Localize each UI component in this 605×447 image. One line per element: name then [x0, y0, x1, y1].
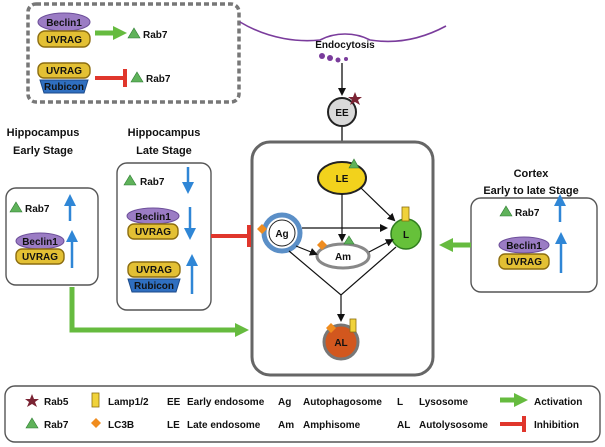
ee-node	[327, 97, 357, 127]
legend-al-full: Autolysosome	[419, 420, 488, 431]
lamp-rect-icon	[401, 206, 410, 222]
uvrag-pill	[15, 248, 65, 265]
cortex-subtitle: Early to late Stage	[483, 185, 578, 197]
legend-ag-abbr: Ag	[278, 397, 291, 408]
rab7-triangle-icon	[348, 158, 360, 169]
uvrag-label: UVRAG	[46, 66, 82, 77]
rab7-triangle-icon	[343, 235, 355, 245]
l-label: L	[403, 230, 409, 241]
lamp-rect-icon	[349, 318, 357, 333]
rab5-star-icon	[348, 92, 362, 105]
lc3b-diamond-icon	[317, 240, 327, 250]
ag-inner	[268, 219, 296, 247]
beclin1-pill	[498, 236, 550, 254]
ag-label: Ag	[275, 229, 288, 240]
beclin1-label: Beclin1	[22, 237, 58, 248]
rab7-label: Rab7	[143, 30, 168, 41]
legend-rab5-label: Rab5	[44, 397, 69, 408]
le-label: LE	[336, 174, 349, 185]
rubicon-shape	[39, 79, 89, 94]
rab7-triangle-icon	[130, 71, 144, 83]
legend-box	[4, 385, 601, 443]
legend-ag-full: Autophagosome	[303, 397, 382, 408]
legend-le-full: Late endosome	[187, 420, 261, 431]
uvrag-label: UVRAG	[22, 252, 58, 263]
hippo-late-title: Hippocampus	[128, 127, 201, 139]
rubicon-label: Rubicon	[134, 281, 174, 292]
hippo-late-subtitle: Late Stage	[136, 145, 192, 157]
beclin1-label: Beclin1	[135, 212, 171, 223]
rab7-triangle-icon	[9, 201, 23, 213]
hippo-early-activation-line	[69, 287, 238, 333]
uvrag-label: UVRAG	[46, 35, 82, 46]
cortex-title: Cortex	[514, 168, 550, 180]
beclin1-label: Beclin1	[506, 241, 542, 252]
legend-activation-label: Activation	[534, 397, 582, 408]
lc3b-diamond-icon	[326, 323, 336, 333]
uvrag-label: UVRAG	[136, 265, 172, 276]
uvrag-pill	[127, 223, 179, 240]
legend: Rab5 Rab7 Lamp1/2 LC3B EE Early endosome…	[25, 392, 582, 432]
am-label: Am	[335, 252, 351, 263]
hippo-early-subtitle: Early Stage	[13, 145, 73, 157]
endocytic-vesicles	[319, 53, 348, 63]
uvrag-pill	[37, 30, 91, 48]
lc3b-diamond-icon	[257, 224, 267, 234]
uvrag-label: UVRAG	[506, 257, 542, 268]
rab7-triangle-icon	[499, 205, 513, 217]
rubicon-label: Rubicon	[44, 82, 84, 93]
rab7-label: Rab7	[25, 204, 50, 215]
ee-label: EE	[335, 108, 349, 119]
plasma-membrane	[239, 21, 447, 43]
legend-l-full: Lysosome	[419, 397, 469, 408]
legend-l-abbr: L	[397, 397, 403, 408]
beclin1-label: Beclin1	[46, 18, 82, 29]
legend-inhibition-label: Inhibition	[534, 420, 579, 431]
am-node	[315, 242, 371, 270]
legend-ee-abbr: EE	[167, 397, 181, 408]
endocytosis-label: Endocytosis	[315, 40, 375, 51]
rab7-label: Rab7	[146, 74, 171, 85]
al-label: AL	[334, 338, 347, 349]
rab7-label: Rab7	[515, 208, 540, 219]
uvrag-pill	[37, 62, 91, 79]
uvrag-pill	[127, 261, 181, 278]
pathway-arrows	[288, 187, 397, 322]
al-node	[322, 323, 360, 361]
lamp-rect-icon	[91, 392, 100, 408]
rab5-star-icon	[25, 394, 39, 407]
legend-lc3b-label: LC3B	[108, 420, 134, 431]
uvrag-pill	[498, 253, 550, 270]
legend-ee-full: Early endosome	[187, 397, 265, 408]
rab7-triangle-icon	[25, 417, 39, 429]
legend-am-abbr: Am	[278, 420, 294, 431]
rubicon-shape	[127, 278, 181, 293]
legend-al-abbr: AL	[397, 420, 410, 431]
legend-lamp-label: Lamp1/2	[108, 397, 149, 408]
legend-am-full: Amphisome	[303, 420, 361, 431]
rab7-label: Rab7	[140, 177, 165, 188]
uvrag-label: UVRAG	[135, 227, 171, 238]
rab7-triangle-icon	[127, 27, 141, 39]
hippo-early-title: Hippocampus	[7, 127, 80, 139]
legend-rab7-label: Rab7	[44, 420, 69, 431]
rab7-triangle-icon	[123, 174, 137, 186]
lc3b-diamond-icon	[91, 418, 101, 428]
legend-le-abbr: LE	[167, 420, 180, 431]
